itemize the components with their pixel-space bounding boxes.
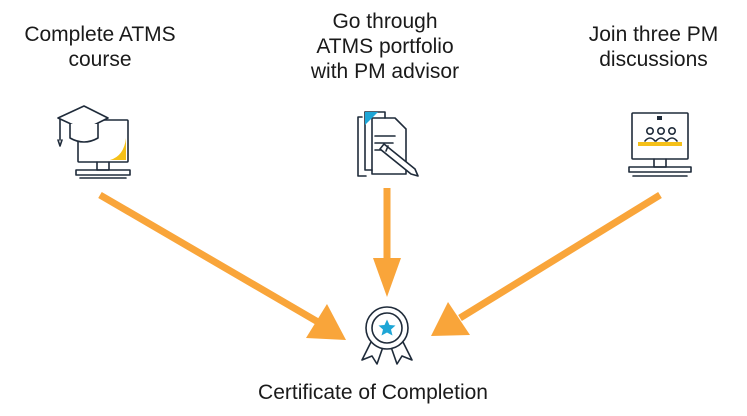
arrow-step2-to-certificate [373,188,401,297]
step-1-line-2: course [68,48,132,71]
arrow-step1-to-certificate [98,191,346,340]
step-3-line-2: discussions [599,48,708,71]
step-3-label: Join three PM discussions [560,22,747,72]
step-2-label: Go through ATMS portfolio with PM adviso… [290,9,480,84]
step-3-line-1: Join three PM [588,23,719,46]
step-2-line-3: with PM advisor [310,60,460,83]
step-2-line-1: Go through [332,10,438,33]
arrow-step3-to-certificate [431,192,662,336]
step-1-line-1: Complete ATMS [24,23,176,46]
award-ribbon-icon [361,306,413,365]
computer-video-meeting-icon [628,112,692,177]
arrows [98,188,662,340]
document-pencil-icon [357,111,419,177]
computer-graduation-cap-icon [57,105,131,179]
certificate-label: Certificate of Completion [258,381,488,404]
step-2-line-2: ATMS portfolio [316,35,454,58]
step-1-label: Complete ATMS course [0,22,200,72]
